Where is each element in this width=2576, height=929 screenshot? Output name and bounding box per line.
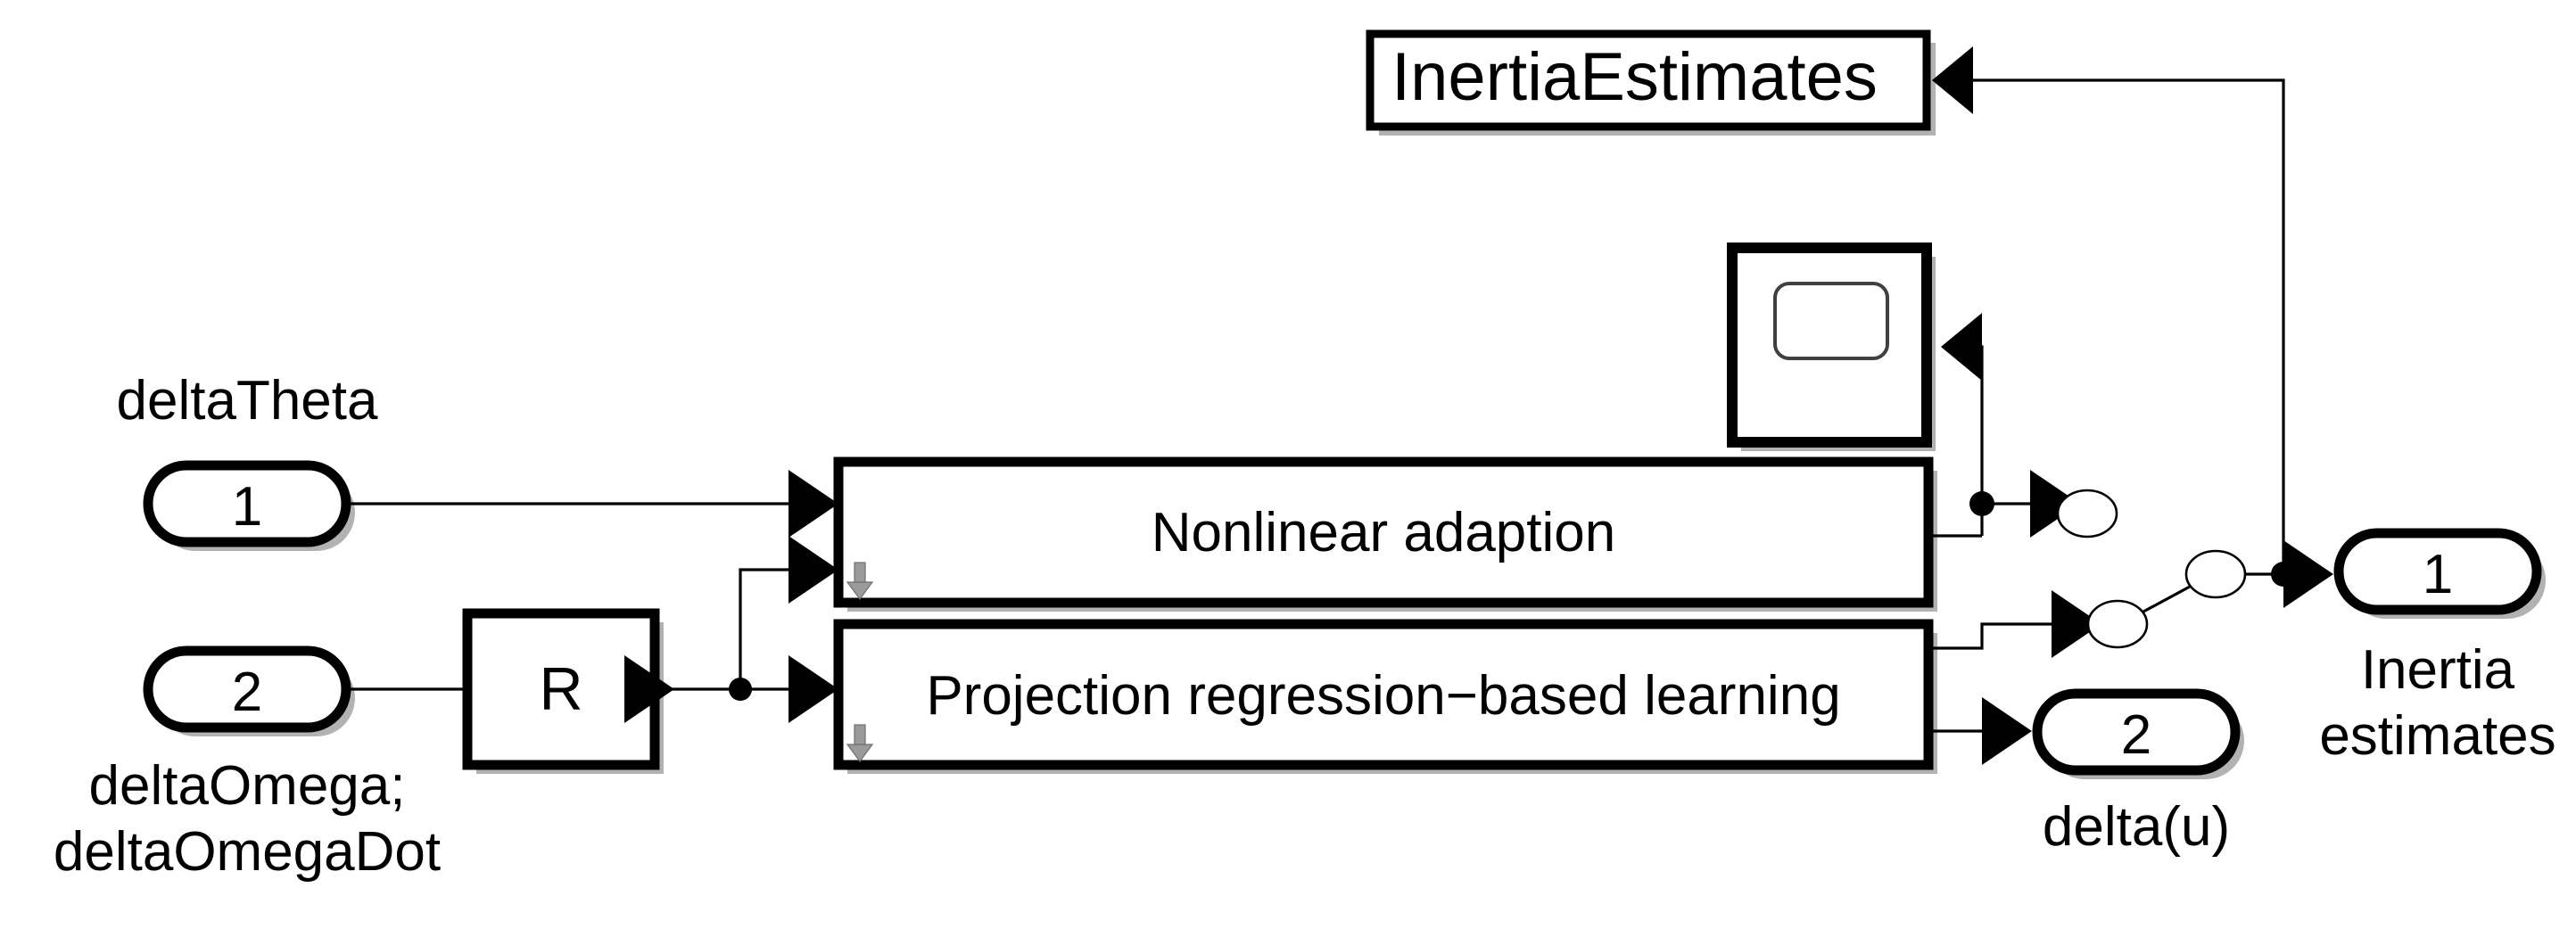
outport-2-outline (2032, 688, 2241, 776)
r-gain-input-arrow (624, 655, 674, 723)
block-scope[interactable] (1727, 243, 1982, 451)
outport-1-annotation-line-2: estimates (2319, 705, 2555, 767)
junction-r-output (729, 678, 752, 701)
wire-projection-to-switch-bottom (1928, 622, 2052, 650)
outport-2-annotation: delta(u) (2043, 796, 2230, 858)
block-inertia-estimates-tag[interactable]: InertiaEstimates (1366, 29, 1973, 136)
nonlinear-input-arrow-2 (788, 536, 838, 604)
junction-nonlinear-output (1969, 491, 1994, 516)
input-arrow-scope (1941, 313, 1982, 381)
switch-node-bottom[interactable] (2086, 599, 2149, 649)
outport-1[interactable]: 1 (2283, 528, 2546, 619)
outport-1-annotation-line-1: Inertia (2361, 639, 2515, 701)
switch-blade (2133, 580, 2200, 619)
outport-1-input-arrow (2283, 540, 2333, 608)
projection-output-arrow-to-outport2 (1982, 697, 2032, 765)
variant-marker-icon (846, 562, 874, 601)
inport-1[interactable]: 1 (143, 460, 355, 551)
projection-outline (833, 619, 1934, 770)
block-outline (1366, 29, 1931, 131)
block-label-r-gain: R (539, 655, 582, 723)
wire-r-branch-to-nonlinear-in2 (739, 568, 788, 689)
input-arrow-inertia-estimates (1932, 46, 1973, 114)
nonlinear-input-arrow-1 (788, 470, 838, 538)
projection-output-arrow-to-switch (2052, 590, 2101, 658)
nonlinear-outline (833, 456, 1934, 608)
scope-icon (1773, 282, 1889, 360)
outport-2-number: 2 (2121, 704, 2151, 766)
switch-node-top[interactable] (2056, 489, 2118, 538)
wire-outport1-feedback-to-inertiaestimates (1973, 78, 2285, 574)
outport-1-outline (2333, 528, 2542, 615)
block-label-projection-learning: Projection regression−based learning (926, 665, 1840, 727)
inport-1-number: 1 (232, 476, 262, 538)
inport-2-number: 2 (232, 662, 262, 723)
inport-1-annotation: deltaTheta (117, 370, 379, 432)
block-label-inertia-estimates: InertiaEstimates (1391, 39, 1878, 115)
block-projection-regression-learning[interactable]: Projection regression−based learning (788, 590, 2101, 774)
inport-2-annotation-line-2: deltaOmegaDot (54, 821, 441, 883)
outport-2[interactable]: 2 (2032, 688, 2244, 779)
r-gain-outline (462, 608, 660, 770)
inport-2-annotation-line-1: deltaOmega; (89, 755, 406, 817)
projection-input-arrow-1 (788, 655, 838, 723)
outport-1-number: 1 (2423, 544, 2453, 605)
inport-2-outline (143, 645, 351, 733)
variant-marker-icon (846, 724, 874, 763)
nonlinear-output-arrow (2030, 470, 2080, 538)
inport-2[interactable]: 2 (143, 645, 355, 736)
inport-1-outline (143, 460, 351, 547)
block-r-gain[interactable]: R (462, 608, 674, 774)
block-nonlinear-adaption[interactable]: Nonlinear adaption (788, 456, 2080, 612)
block-label-nonlinear-adaption: Nonlinear adaption (1152, 502, 1616, 563)
switch-node-output[interactable] (2184, 549, 2247, 599)
manual-switch[interactable] (2056, 489, 2247, 649)
